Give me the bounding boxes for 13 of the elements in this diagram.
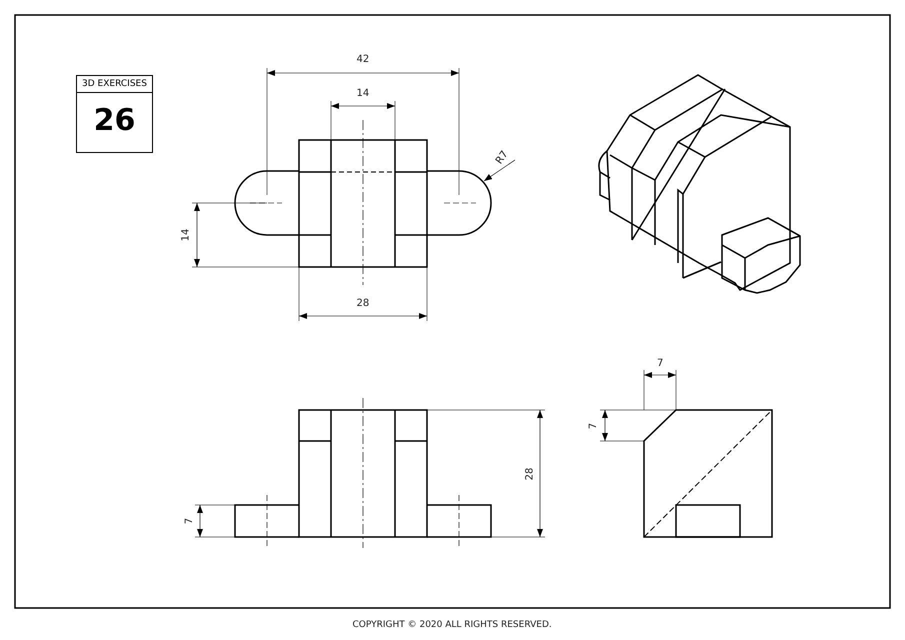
title-heading: 3D EXERCISES [77,80,152,93]
dimension-text: 28 [356,298,370,310]
dimension-text: R7 [493,149,511,167]
dimension-text: 7 [588,422,600,430]
title-block [76,75,153,153]
dimension-text: 14 [180,228,192,242]
dimension-text: 14 [356,88,370,100]
dimension-text: 7 [657,358,664,370]
copyright-note: COPYRIGHT © 2020 ALL RIGHTS RESERVED. [352,619,552,631]
dimension-text: 28 [524,468,536,480]
dimension-text: 42 [356,54,370,66]
dimension-text: 7 [184,518,196,524]
exercise-number: 26 [92,106,136,136]
